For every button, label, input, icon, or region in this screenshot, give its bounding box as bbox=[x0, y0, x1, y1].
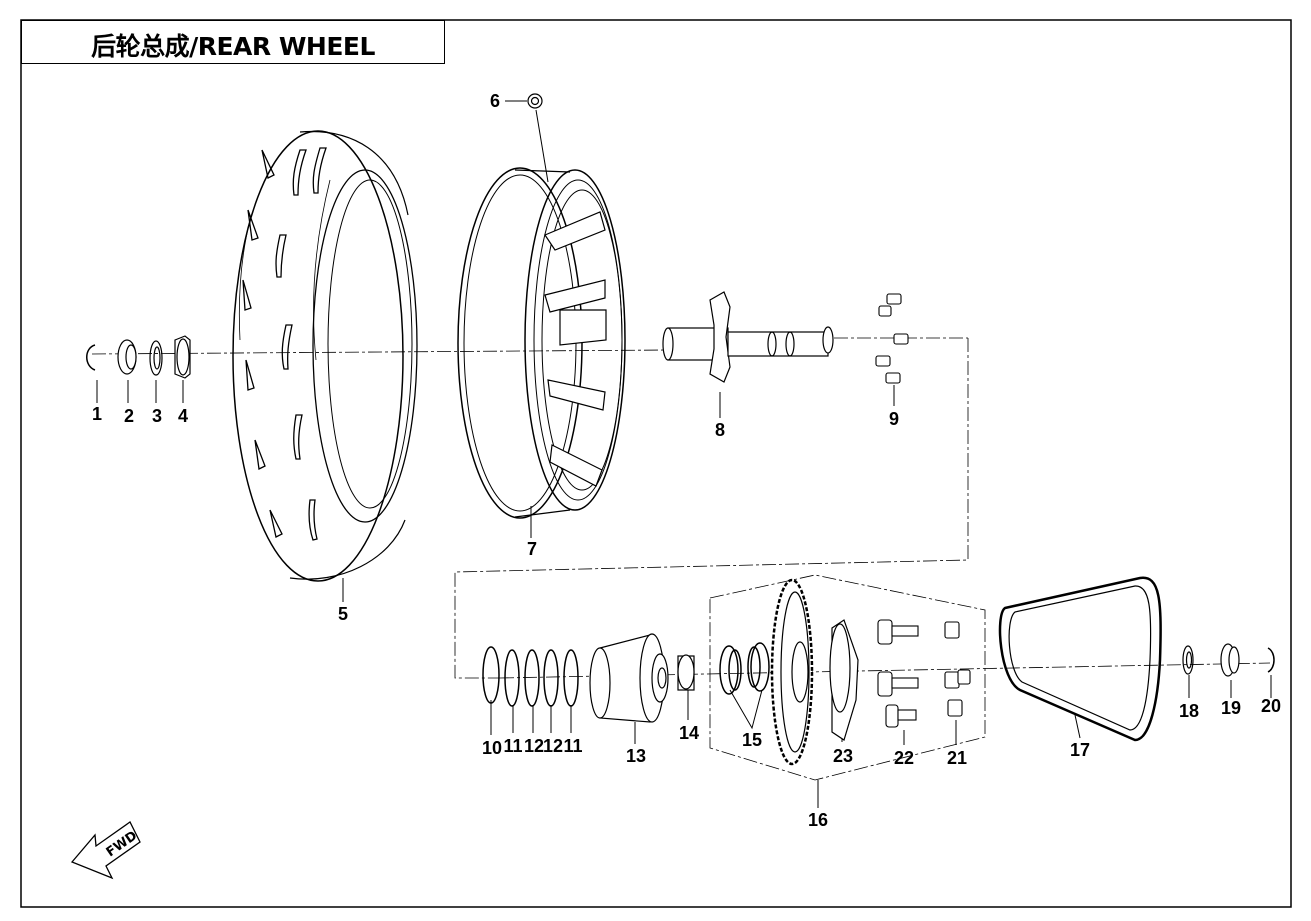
callout-8: 8 bbox=[715, 420, 725, 440]
frame-border bbox=[20, 19, 1292, 908]
callout-6: 6 bbox=[490, 91, 500, 111]
circlip-part-1 bbox=[86, 344, 96, 371]
callout-2: 2 bbox=[124, 406, 134, 426]
callout-5: 5 bbox=[338, 604, 348, 624]
sprocket-hub-part-13 bbox=[589, 633, 669, 723]
rings-group-10-12 bbox=[482, 646, 579, 707]
spacer-part-14 bbox=[677, 654, 695, 691]
callout-labels: 1 2 3 4 5 6 7 8 9 10 11 12 12 11 13 14 1… bbox=[92, 91, 1281, 830]
callout-14: 14 bbox=[679, 723, 699, 743]
callout-10: 10 bbox=[482, 738, 502, 758]
callout-22: 22 bbox=[894, 748, 914, 768]
ring-part-12b bbox=[543, 649, 559, 707]
ring-part-12a bbox=[524, 649, 540, 707]
fwd-direction-arrow: FWD bbox=[70, 821, 141, 880]
rim-part-7 bbox=[457, 167, 626, 519]
callout-13: 13 bbox=[626, 746, 646, 766]
circlip-part-20 bbox=[1267, 647, 1275, 673]
callout-4: 4 bbox=[178, 406, 188, 426]
ring-part-11b bbox=[563, 649, 579, 707]
hub-axle-part-8 bbox=[662, 291, 834, 383]
rear-tire-part-5 bbox=[232, 130, 418, 582]
bearings-part-15 bbox=[719, 642, 770, 695]
callout-18: 18 bbox=[1179, 701, 1199, 721]
ring-part-11a bbox=[504, 649, 520, 707]
washer-part-3 bbox=[149, 340, 163, 376]
spacer-part-4 bbox=[174, 335, 191, 379]
callout-11a: 11 bbox=[503, 736, 522, 756]
callout-9: 9 bbox=[889, 409, 899, 429]
callout-21: 21 bbox=[947, 748, 967, 768]
callout-12a: 12 bbox=[524, 736, 544, 756]
washer-part-18 bbox=[1182, 645, 1194, 675]
bolts-part-22 bbox=[877, 619, 919, 728]
callout-7: 7 bbox=[527, 539, 537, 559]
sprocket-part-23 bbox=[770, 578, 859, 766]
ring-part-10 bbox=[482, 646, 500, 704]
callout-15: 15 bbox=[742, 730, 762, 750]
axle-nut-part-2 bbox=[117, 339, 137, 375]
callout-1: 1 bbox=[92, 404, 102, 424]
callout-11b: 11 bbox=[563, 736, 582, 756]
callout-12b: 12 bbox=[543, 736, 563, 756]
callout-16: 16 bbox=[808, 810, 828, 830]
nut-part-19 bbox=[1220, 643, 1240, 677]
valve-part-6 bbox=[527, 93, 543, 109]
leader-lines bbox=[96, 100, 1272, 808]
diagram-title: 后轮总成/REAR WHEEL bbox=[91, 32, 375, 61]
callout-3: 3 bbox=[152, 406, 162, 426]
callout-23: 23 bbox=[833, 746, 853, 766]
title-box: 后轮总成/REAR WHEEL bbox=[21, 20, 445, 64]
callout-17: 17 bbox=[1070, 740, 1090, 760]
nuts-part-21 bbox=[944, 621, 971, 717]
stud-bolts-part-9 bbox=[875, 293, 909, 384]
callout-19: 19 bbox=[1221, 698, 1241, 718]
drive-belt-part-17 bbox=[998, 576, 1162, 742]
callout-20: 20 bbox=[1261, 696, 1281, 716]
